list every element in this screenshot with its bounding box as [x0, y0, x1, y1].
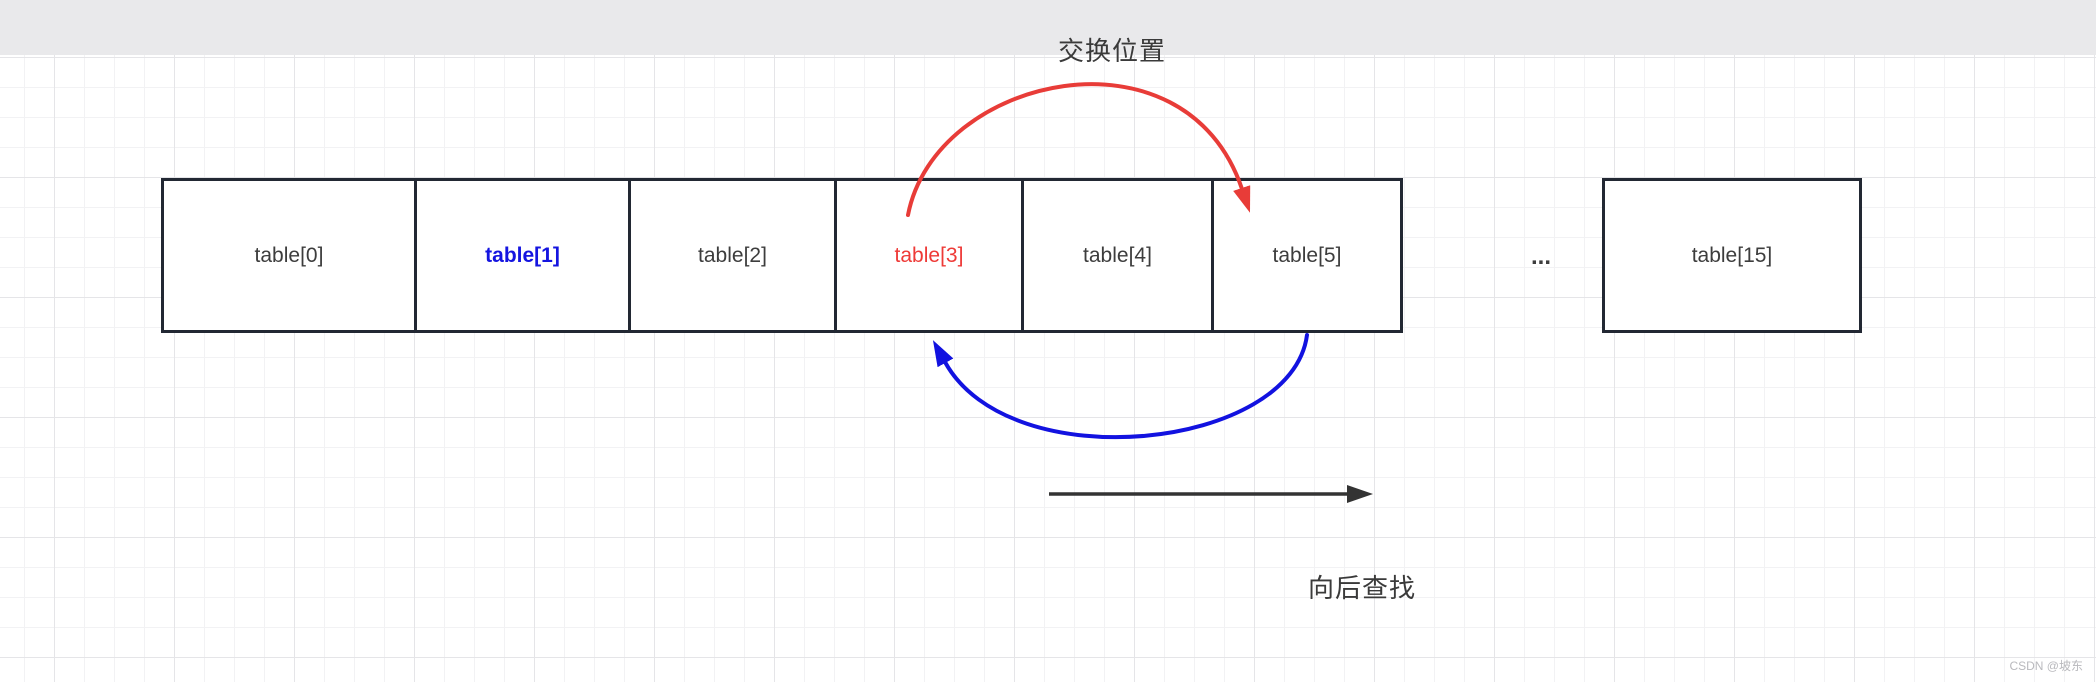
array-ellipsis: ... [1530, 243, 1551, 270]
array-cell-table1: table[1] [414, 181, 628, 330]
array-cell-table3: table[3] [834, 181, 1021, 330]
top-gray-bar [0, 0, 2096, 55]
csdn-watermark: CSDN @坡东 [2009, 659, 2083, 673]
array-cell-table4: table[4] [1021, 181, 1211, 330]
array-cell-table2: table[2] [628, 181, 834, 330]
swap-arrow-blue [932, 333, 1309, 440]
array-box-row: table[0] table[1] table[2] table[3] tabl… [161, 178, 1403, 333]
diagram-title: 交换位置 [1057, 36, 1166, 66]
array-cell-table5: table[5] [1211, 181, 1400, 330]
array-cell-table0: table[0] [164, 181, 414, 330]
search-direction-caption: 向后查找 [1307, 573, 1416, 603]
array-cell-table15: table[15] [1602, 178, 1862, 333]
